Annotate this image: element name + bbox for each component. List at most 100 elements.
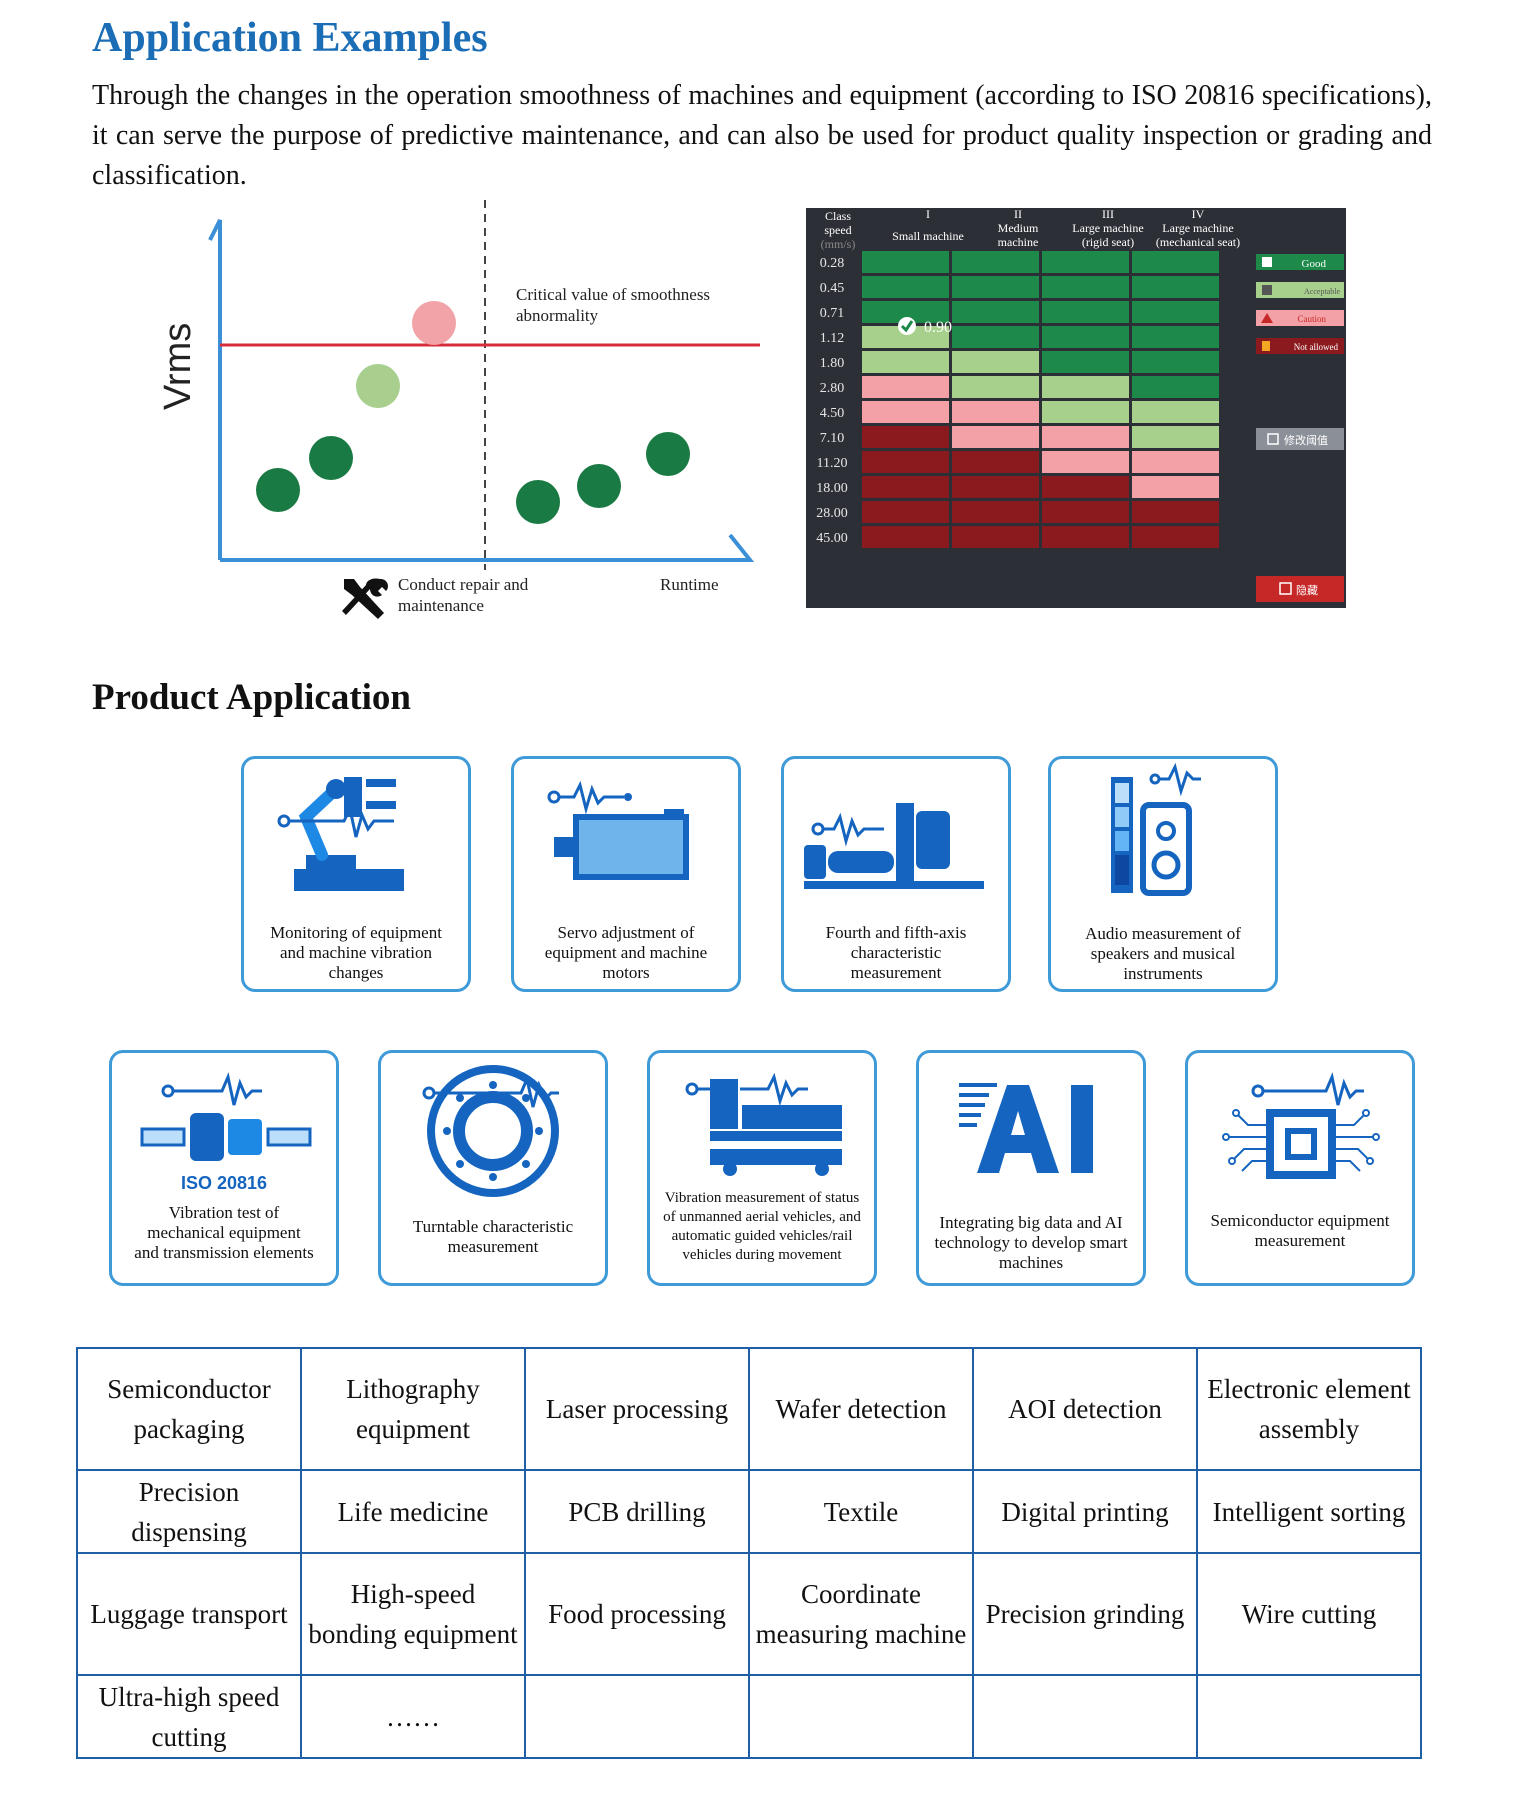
app-card-caption: Semiconductor equipment measurement — [1210, 1211, 1390, 1250]
col-label: Large machine — [1072, 221, 1143, 235]
zone-cell — [862, 501, 949, 523]
edit-icon — [1267, 433, 1279, 445]
table-cell: Precision dispensing — [76, 1469, 302, 1554]
app-card-caption: Vibration test of mechanical equipment a… — [134, 1203, 314, 1262]
zone-cell — [862, 451, 949, 473]
zone-cell — [1042, 351, 1129, 373]
zone-cell — [1132, 351, 1219, 373]
app-card-equipment-monitoring: Monitoring of equipment and machine vibr… — [241, 756, 471, 992]
speaker-icon — [1111, 762, 1201, 896]
speed-marker: 0.90 — [898, 317, 952, 336]
col-label: (rigid seat) — [1082, 235, 1134, 249]
legend: Good Acceptable Caution Not allowed — [1256, 254, 1344, 354]
zone-cell — [862, 326, 949, 348]
section-title-application-examples: Application Examples — [92, 15, 488, 61]
col-label: Medium — [998, 221, 1039, 235]
table-cell: Wire cutting — [1196, 1552, 1422, 1676]
table-cell: AOI detection — [972, 1347, 1198, 1471]
table-cell: Coordinate measuring machine — [748, 1552, 974, 1676]
legend-caution: Caution — [1298, 314, 1327, 324]
speed-label: 28.00 — [816, 506, 848, 521]
zone-cell — [952, 501, 1039, 523]
class-speed-label: Class — [825, 209, 851, 223]
table-cell — [748, 1674, 974, 1759]
speed-label: 45.00 — [816, 531, 848, 546]
app-card-caption: Audio measurement of speakers and musica… — [1085, 924, 1241, 983]
intro-paragraph: Through the changes in the operation smo… — [92, 80, 1432, 191]
table-cell: High-speed bonding equipment — [300, 1552, 526, 1676]
iso-header: Class speed (mm/s) I Small machine II Me… — [821, 208, 1240, 251]
app-card-caption: Integrating big data and AI technology t… — [934, 1213, 1128, 1272]
zone-cell — [1042, 376, 1129, 398]
zone-cell — [862, 301, 949, 323]
rail-vehicle-icon — [685, 1072, 842, 1176]
app-card-ai: Integrating big data and AI technology t… — [916, 1050, 1146, 1286]
table-row: Semiconductor packaging Lithography equi… — [76, 1347, 1422, 1471]
col-numeral: III — [1102, 208, 1114, 221]
shaft-coupling-icon — [140, 1072, 312, 1161]
table-cell: Lithography equipment — [300, 1347, 526, 1471]
machine-axis-icon — [804, 803, 984, 889]
zone-cell — [952, 251, 1039, 273]
zone-cell — [952, 301, 1039, 323]
speed-label: 0.45 — [820, 281, 845, 296]
legend-acceptable: Acceptable — [1304, 287, 1340, 296]
zone-cell — [1132, 501, 1219, 523]
warning-icon — [1261, 313, 1273, 323]
robot-arm-icon — [277, 777, 404, 891]
repair-label-line2: maintenance — [398, 596, 484, 615]
zone-cell — [1042, 326, 1129, 348]
zone-cell — [862, 526, 949, 548]
edit-threshold-button[interactable]: 修改阈值 — [1256, 428, 1344, 450]
chip-icon — [1222, 1072, 1380, 1179]
zone-cell — [952, 476, 1039, 498]
zone-cell — [1042, 501, 1129, 523]
table-cell: Intelligent sorting — [1196, 1469, 1422, 1554]
table-cell — [524, 1674, 750, 1759]
table-cell: Wafer detection — [748, 1347, 974, 1471]
zone-cell — [1042, 426, 1129, 448]
zone-cell — [952, 451, 1039, 473]
y-axis-label: Vrms — [157, 323, 199, 410]
app-card-audio-measurement: Audio measurement of speakers and musica… — [1048, 756, 1278, 992]
speed-label: 7.10 — [820, 431, 845, 446]
hand-icon — [1262, 341, 1270, 351]
table-cell — [1196, 1674, 1422, 1759]
hide-icon — [1279, 582, 1292, 595]
zone-cell — [1042, 251, 1129, 273]
x-axis-label: Runtime — [660, 575, 719, 594]
data-point — [256, 468, 300, 512]
table-cell: Electronic element assembly — [1196, 1347, 1422, 1471]
zone-cell — [1132, 376, 1219, 398]
zone-cell — [952, 526, 1039, 548]
table-row: Precision dispensing Life medicine PCB d… — [76, 1469, 1422, 1554]
iso-20816-tag: ISO 20816 — [180, 1173, 268, 1193]
table-cell: Semiconductor packaging — [76, 1347, 302, 1471]
svg-text:隐藏: 隐藏 — [1296, 584, 1318, 597]
zone-cell — [1042, 301, 1129, 323]
table-cell: Ultra-high speed cutting — [76, 1674, 302, 1759]
thumbs-up-icon — [1262, 257, 1272, 267]
zone-cell — [1042, 526, 1129, 548]
zone-cell — [1132, 426, 1219, 448]
zone-cell — [1132, 251, 1219, 273]
data-point — [516, 480, 560, 524]
zone-cell — [952, 351, 1039, 373]
zone-cell — [862, 251, 949, 273]
data-point — [646, 432, 690, 476]
zone-cell — [1042, 401, 1129, 423]
zone-cell — [862, 426, 949, 448]
smoothness-chart: Vrms Critical value of smoothness abnorm… — [157, 200, 760, 619]
zone-cell — [1042, 476, 1129, 498]
repair-label-line1: Conduct repair and — [398, 575, 529, 594]
hide-button[interactable]: 隐藏 — [1256, 576, 1344, 602]
zone-cell — [1132, 276, 1219, 298]
threshold-label-line1: Critical value of smoothness — [516, 285, 710, 304]
wrench-screwdriver-icon — [342, 578, 388, 619]
table-cell: Food processing — [524, 1552, 750, 1676]
app-card-caption: Turntable characteristic measurement — [412, 1217, 574, 1256]
app-card-caption: Vibration measurement of status of unman… — [663, 1190, 861, 1263]
zone-grid — [862, 251, 1219, 548]
speed-label: 2.80 — [820, 381, 845, 396]
zone-cell — [862, 351, 949, 373]
